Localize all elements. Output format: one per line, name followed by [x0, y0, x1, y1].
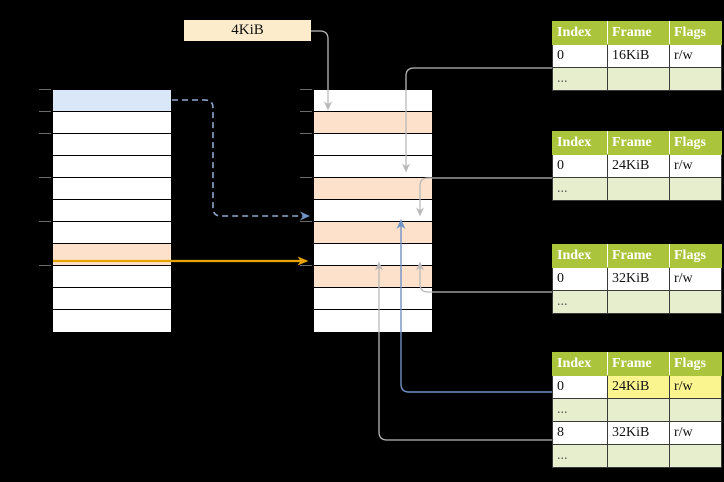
table-header-flags: Flags — [669, 21, 722, 45]
memory-cell — [53, 178, 171, 200]
memory-tick — [300, 133, 312, 134]
table-cell-frame — [607, 398, 670, 422]
table-cell-flags — [669, 444, 722, 468]
memory-cell — [314, 288, 432, 310]
table-cell-index: ... — [552, 177, 608, 201]
table-header-frame: Frame — [607, 352, 670, 376]
table-cell-flags: r/w — [669, 44, 722, 68]
table-header-frame: Frame — [607, 244, 670, 268]
table-cell-frame: 16KiB — [607, 44, 670, 68]
table-cell-index: ... — [552, 398, 608, 422]
memory-cell — [314, 90, 432, 112]
table-cell-frame — [607, 177, 670, 201]
memory-cell — [53, 310, 171, 332]
memory-cell — [53, 112, 171, 134]
memory-tick — [300, 111, 312, 112]
table-cell-flags: r/w — [669, 421, 722, 445]
memory-tick — [300, 221, 312, 222]
memory-cell — [314, 134, 432, 156]
memory-cell — [53, 134, 171, 156]
table-cell-flags: r/w — [669, 154, 722, 178]
memory-cell — [314, 156, 432, 178]
wire-table1-to-frame — [402, 67, 552, 173]
table-header-frame: Frame — [607, 131, 670, 155]
wire-table4-row0-to-frame — [396, 219, 552, 393]
memory-cell — [314, 244, 432, 266]
memory-tick — [300, 89, 312, 90]
table-cell-frame — [607, 67, 670, 91]
table-cell-flags: r/w — [669, 375, 722, 399]
table-cell-frame — [607, 290, 670, 314]
memory-tick — [39, 265, 51, 266]
table-cell-flags — [669, 177, 722, 201]
table-cell-index: ... — [552, 290, 608, 314]
table-cell-frame: 24KiB — [607, 375, 670, 399]
memory-cell — [314, 200, 432, 222]
table-cell-index: 0 — [552, 267, 608, 291]
memory-tick — [39, 133, 51, 134]
table-row[interactable]: ... — [552, 444, 722, 468]
table-header-flags: Flags — [669, 352, 722, 376]
table-row[interactable]: ... — [552, 177, 722, 201]
memory-cell — [53, 222, 171, 244]
table-cell-flags — [669, 290, 722, 314]
memory-cell — [53, 266, 171, 288]
wire-pagesize-to-frame — [311, 30, 332, 111]
physical-memory-column — [313, 89, 433, 332]
memory-cell — [314, 178, 432, 200]
memory-cell — [53, 288, 171, 310]
table-row[interactable]: ... — [552, 290, 722, 314]
table-cell-frame: 24KiB — [607, 154, 670, 178]
table-header-index: Index — [552, 131, 608, 155]
memory-cell — [314, 266, 432, 288]
table-cell-flags — [669, 67, 722, 91]
table-row[interactable]: ... — [552, 67, 722, 91]
table-cell-index: 0 — [552, 375, 608, 399]
page-size-label: 4KiB — [184, 20, 311, 41]
table-cell-flags — [669, 398, 722, 422]
table-cell-frame: 32KiB — [607, 267, 670, 291]
page-size-label-text: 4KiB — [231, 22, 264, 38]
memory-cell — [53, 200, 171, 222]
table-header-flags: Flags — [669, 131, 722, 155]
memory-tick — [39, 89, 51, 90]
memory-tick — [39, 177, 51, 178]
memory-cell — [53, 90, 171, 112]
table-header-index: Index — [552, 21, 608, 45]
wire-table2-to-frame — [416, 177, 552, 217]
wire-virtpage-dashed — [172, 99, 310, 221]
table-header-frame: Frame — [607, 21, 670, 45]
table-cell-index: 8 — [552, 421, 608, 445]
memory-tick — [300, 265, 312, 266]
memory-tick — [39, 221, 51, 222]
table-cell-frame: 32KiB — [607, 421, 670, 445]
table-header-index: Index — [552, 352, 608, 376]
table-cell-flags: r/w — [669, 267, 722, 291]
wire-table3-to-frame — [416, 261, 552, 293]
table-header-flags: Flags — [669, 244, 722, 268]
memory-cell — [314, 310, 432, 332]
memory-tick — [300, 177, 312, 178]
table-row[interactable]: ... — [552, 398, 722, 422]
memory-tick — [39, 111, 51, 112]
table-cell-frame — [607, 444, 670, 468]
memory-cell — [314, 112, 432, 134]
table-cell-index: ... — [552, 444, 608, 468]
memory-cell — [53, 156, 171, 178]
wire-table4-row8-to-frame — [375, 261, 552, 441]
table-cell-index: ... — [552, 67, 608, 91]
table-header-index: Index — [552, 244, 608, 268]
table-cell-index: 0 — [552, 154, 608, 178]
table-cell-index: 0 — [552, 44, 608, 68]
